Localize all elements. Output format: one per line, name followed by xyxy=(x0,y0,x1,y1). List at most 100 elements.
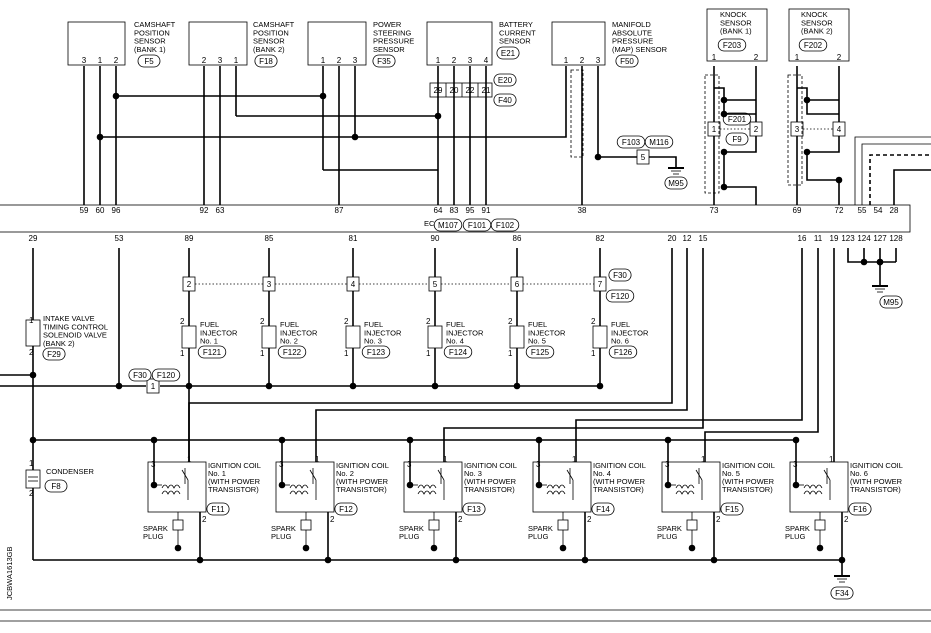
injector-label: FUEL xyxy=(280,320,299,329)
ignition-coil-label: No. 1 xyxy=(208,469,226,478)
connector-tag-frame xyxy=(128,368,152,382)
ecm-connector-tag: M107 xyxy=(438,221,459,230)
knock1-label: KNOCK xyxy=(720,10,747,19)
ecm-pin-label: 127 xyxy=(873,234,887,243)
ignition-coil-connector: F13 xyxy=(467,505,481,514)
ivtc-connector: F29 xyxy=(47,350,61,359)
ignition-coil-label: (WITH POWER xyxy=(850,477,903,486)
ignition-coil-connector: F12 xyxy=(339,505,353,514)
injector-junction-pin: 3 xyxy=(267,280,272,289)
coil-winding xyxy=(675,484,695,489)
ignition-coil-label: IGNITION COIL xyxy=(722,461,775,470)
ecm-pin-label: 91 xyxy=(482,206,491,215)
coil-winding xyxy=(546,484,566,489)
ecm-pin-label: 128 xyxy=(889,234,903,243)
sensor-body xyxy=(67,21,126,66)
ignition-coil-body xyxy=(147,461,207,513)
ignition-coil-label: (WITH POWER xyxy=(464,477,517,486)
splice-node xyxy=(150,436,158,444)
wire xyxy=(724,136,757,153)
wire xyxy=(806,152,840,205)
cmp2-label: SENSOR xyxy=(253,37,285,46)
connector-tag-frame xyxy=(830,586,854,600)
knock2-pin: 1 xyxy=(795,53,800,62)
coil-winding xyxy=(675,490,695,495)
coil-pin: 1 xyxy=(829,455,834,464)
ignition-coil-label: No. 4 xyxy=(593,469,611,478)
ignition-coil-body xyxy=(661,461,721,513)
coil-pin: 2 xyxy=(716,515,721,524)
ecm-pin-label: 16 xyxy=(798,234,807,243)
connector-tag-frame xyxy=(137,54,161,68)
coil-pin: 1 xyxy=(443,455,448,464)
splice-node xyxy=(29,436,37,444)
cmp2-pin: 2 xyxy=(202,56,207,65)
connector-tag-frame xyxy=(462,502,486,516)
ignition-coil-label: TRANSISTOR) xyxy=(336,485,387,494)
coil-pin: 2 xyxy=(587,515,592,524)
connector-tag-frame xyxy=(277,345,307,359)
m116-tag: M116 xyxy=(649,138,669,147)
splice-node xyxy=(792,436,800,444)
knock1-label: (BANK 1) xyxy=(720,27,752,36)
connector-tag-frame xyxy=(361,345,391,359)
injector-body xyxy=(345,325,361,349)
connector-tag-frame xyxy=(443,345,473,359)
cmp1-label: (BANK 1) xyxy=(134,45,166,54)
injector-connector: F121 xyxy=(203,348,222,357)
spark-plug-label: SPARK xyxy=(143,524,168,533)
f30-tag: F30 xyxy=(613,271,627,280)
splice-node xyxy=(430,544,438,552)
injector-pin: 1 xyxy=(426,349,431,358)
ecm-pin-label: 54 xyxy=(874,206,883,215)
splice-node xyxy=(594,153,602,161)
connector-tag-frame xyxy=(42,347,66,361)
wire xyxy=(723,100,756,115)
cmp2-pin: 1 xyxy=(234,56,239,65)
sensor-body xyxy=(551,21,606,66)
connector-tag-frame xyxy=(608,345,638,359)
connector-tag-frame xyxy=(151,368,181,382)
ecm-connector-tag: F101 xyxy=(468,221,487,230)
knock-junction-pin: 4 xyxy=(837,125,842,134)
injector-label: INJECTOR xyxy=(611,328,649,337)
wire xyxy=(100,66,567,138)
connector-tag-frame xyxy=(615,54,639,68)
injector-label: No. 6 xyxy=(611,337,629,346)
splice-node xyxy=(835,176,843,184)
injector-pin: 1 xyxy=(344,349,349,358)
connector-tag-frame xyxy=(644,135,674,149)
knock2-label: (BANK 2) xyxy=(801,27,833,36)
splice-node xyxy=(816,544,824,552)
knock2-label: SENSOR xyxy=(801,18,833,27)
spark-plug-label: PLUG xyxy=(271,532,292,541)
ground-bar xyxy=(668,167,684,169)
injector-label: INJECTOR xyxy=(200,328,238,337)
coil-pin: 2 xyxy=(458,515,463,524)
ps-label: PRESSURE xyxy=(373,37,414,46)
ecm-pin-label: 15 xyxy=(699,234,708,243)
map-label: PRESSURE xyxy=(612,37,653,46)
injector-connector: F123 xyxy=(367,348,386,357)
ecm-pin-label: 38 xyxy=(578,206,587,215)
ecm-pin-label: 89 xyxy=(185,234,194,243)
m95-ground-tag: M95 xyxy=(883,298,899,307)
ground-bar xyxy=(834,575,850,577)
injector-pin: 2 xyxy=(426,317,431,326)
splice-node xyxy=(29,371,37,379)
batt-f40-tag: F40 xyxy=(498,96,512,105)
ecm-pin-label: 90 xyxy=(431,234,440,243)
map-pin: 2 xyxy=(580,56,585,65)
ecm-pin-label: 63 xyxy=(216,206,225,215)
connector-tag-frame xyxy=(334,502,358,516)
spark-plug-body xyxy=(172,519,184,531)
injector-junction-pin: 5 xyxy=(433,280,438,289)
connector-tag-frame xyxy=(664,176,688,190)
injector-label: INJECTOR xyxy=(446,328,484,337)
cmp1-label: SENSOR xyxy=(134,37,166,46)
shield-wire-heavy xyxy=(869,154,931,205)
coil-winding xyxy=(289,490,309,495)
map-shield-dash xyxy=(570,69,584,158)
ecm-pin-label: 124 xyxy=(857,234,871,243)
connector-tag-frame xyxy=(493,73,517,87)
